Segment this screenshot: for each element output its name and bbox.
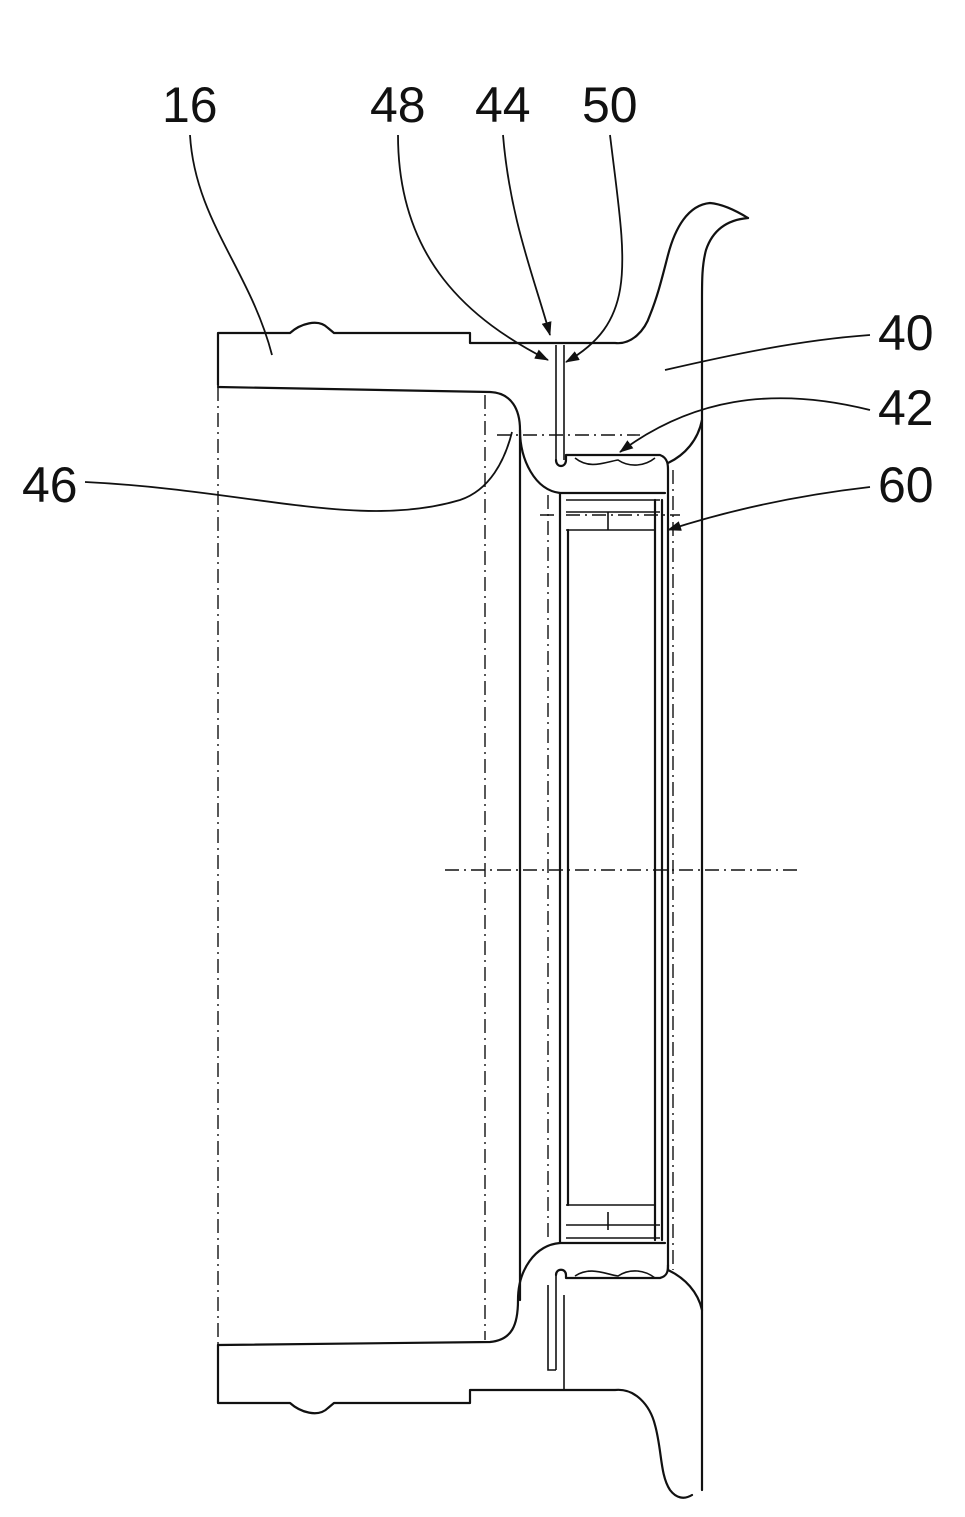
leader-40 <box>665 335 870 370</box>
ref-16: 16 <box>162 77 218 133</box>
ref-50: 50 <box>582 77 638 133</box>
ref-46: 46 <box>22 457 78 513</box>
ref-42: 42 <box>878 380 934 436</box>
ref-40: 40 <box>878 305 934 361</box>
leader-48 <box>398 135 548 360</box>
center-web <box>520 345 668 1390</box>
leader-16 <box>190 135 272 355</box>
ref-60: 60 <box>878 457 934 513</box>
brake-ring <box>560 458 662 1278</box>
leader-60 <box>668 487 870 530</box>
leader-44 <box>503 135 550 335</box>
ref-44: 44 <box>475 77 531 133</box>
ref-48: 48 <box>370 77 426 133</box>
leader-50 <box>566 135 622 362</box>
leader-46 <box>85 432 512 511</box>
leader-42 <box>620 398 870 452</box>
construction-lines <box>445 395 800 1340</box>
